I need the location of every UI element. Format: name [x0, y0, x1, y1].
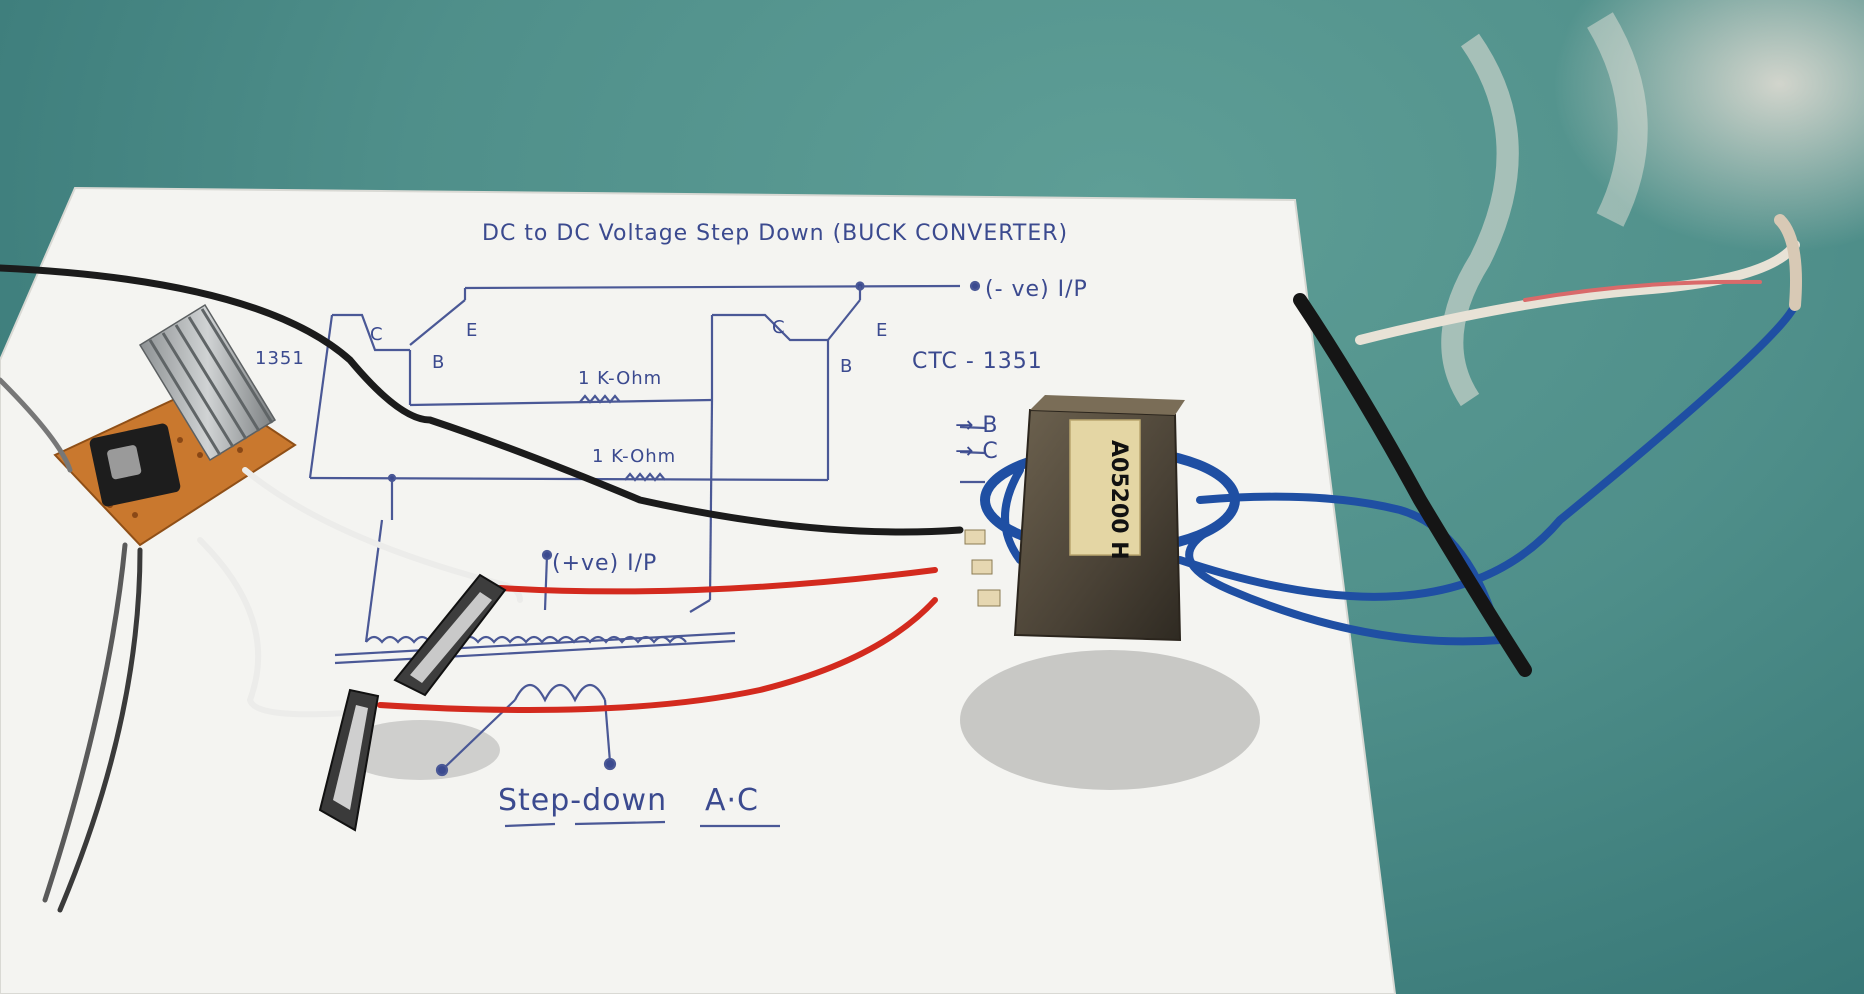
schematic-lines	[308, 280, 986, 828]
arrow-c-label: → C	[955, 439, 999, 464]
heatsink	[138, 303, 277, 462]
resistor-2-label: 1 K-Ohm	[592, 446, 676, 467]
pin-e-right: E	[876, 320, 888, 341]
transformer-label: A05200 H	[1106, 440, 1131, 560]
pos-input-label: (+ve) I/P	[552, 551, 657, 576]
resistor-1-label: 1 K-Ohm	[578, 368, 662, 389]
smoke-glow	[1300, 0, 1864, 420]
wires	[0, 214, 1802, 913]
crocodile-clips	[318, 573, 507, 832]
pin-b-left: B	[432, 352, 445, 373]
arrow-b-label: → B	[955, 413, 999, 438]
caption-ac: A·C	[705, 783, 759, 818]
transformer: A05200 H	[964, 395, 1240, 642]
pin-b-right: B	[840, 356, 853, 377]
pin-c-right: C	[772, 317, 786, 338]
pin-e-left: E	[466, 320, 478, 341]
transistor-part-label: 1351	[255, 348, 305, 369]
transformer-sticker	[1069, 419, 1141, 556]
caption-stepdown: Step-down	[498, 783, 667, 818]
neg-input-label: (- ve) I/P	[985, 277, 1088, 302]
transistor-label: CTC - 1351	[912, 349, 1043, 374]
schematic-title: DC to DC Voltage Step Down (BUCK CONVERT…	[482, 221, 1068, 246]
pin-c-left: C	[370, 324, 384, 345]
